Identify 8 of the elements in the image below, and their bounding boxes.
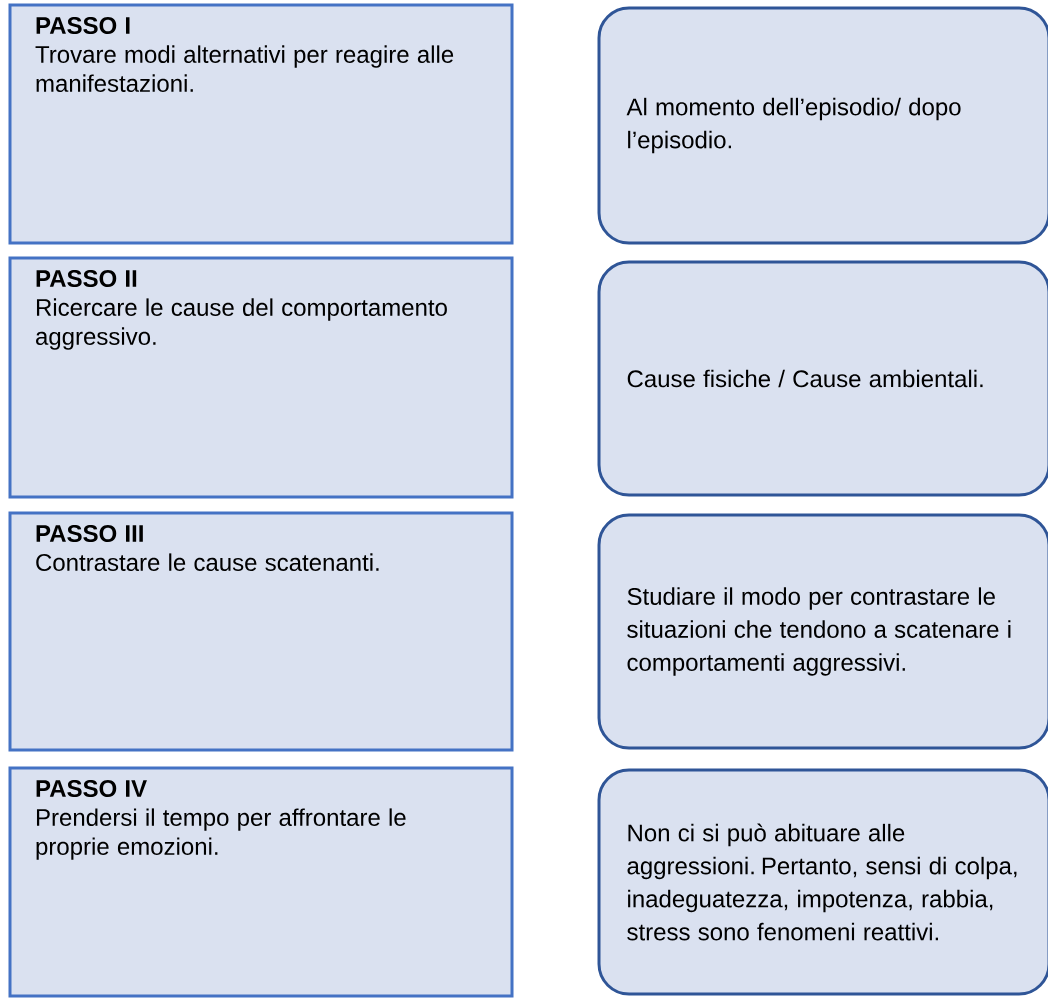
- step-box: PASSO I Trovare modi alternativi per reagire alle manifestazioni.: [8, 3, 514, 245]
- step-box: PASSO III Contrastare le cause scatenanti.: [8, 511, 514, 752]
- note-box: Non ci si può abituare alle aggressioni. Pertanto, sensi di colpa, inadeguatezza, impotenza, rabbia, stress sono fenomeni reattivi.: [597, 768, 1048, 996]
- note-box: Al momento dell’episodio/ dopo l’episodio.: [597, 6, 1048, 245]
- step-box: PASSO II Ricercare le cause del comportamento aggressivo.: [8, 256, 514, 499]
- step-box: PASSO IV Prendersi il tempo per affrontare le proprie emozioni.: [8, 766, 514, 998]
- note-box: Cause fisiche / Cause ambientali.: [597, 260, 1048, 497]
- note-box: Studiare il modo per contrastare le situazioni che tendono a scatenare i comportamenti aggressivi.: [597, 513, 1048, 750]
